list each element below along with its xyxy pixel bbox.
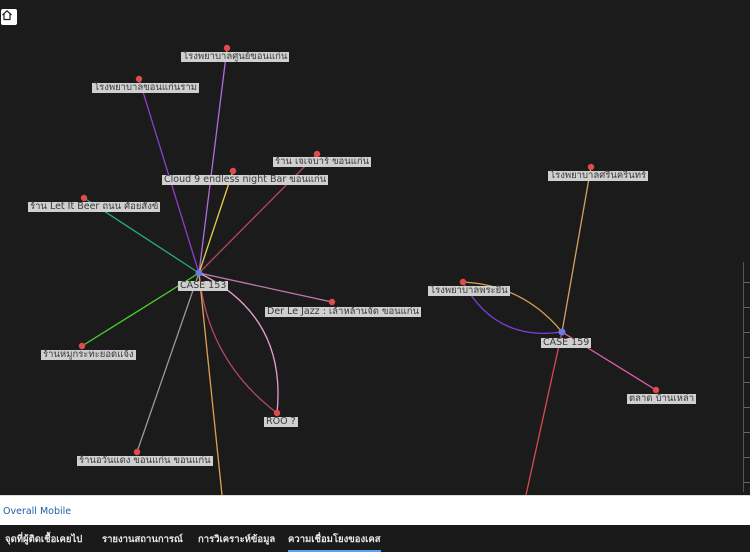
edge-case153-hosp_khonkaen_mid — [198, 47, 228, 274]
edge-case159-bottom_b — [525, 331, 563, 495]
node-case153[interactable] — [195, 269, 203, 277]
node-label-ran_mookatha: ร้านหมูกระทะยอดแจ้ง — [41, 349, 136, 360]
node-talad_banhao[interactable] — [652, 386, 660, 394]
node-label-ran_wanyaeng: ร้านอวันแดง ขอนแก่น ขอนแก่น — [77, 455, 213, 466]
node-der_le_jazz[interactable] — [328, 298, 336, 306]
edge-case153-ran_wanyaeng — [136, 272, 200, 453]
node-hosp_khonkaen_ram[interactable] — [135, 75, 143, 83]
edge-case159-hosp_srinakarin — [561, 166, 592, 333]
node-hosp_phon[interactable] — [459, 278, 467, 286]
node-bar_kotcha[interactable] — [313, 150, 321, 158]
node-ran_wanyaeng[interactable] — [133, 448, 141, 456]
node-label-hosp_khonkaen_ram: โรงพยาบาลขอนแก่นราม — [92, 82, 199, 93]
node-label-hosp_khonkaen_mid: โรงพยาบาลศูนย์ขอนแก่น — [181, 51, 290, 62]
edge-case159-hosp_phon — [462, 281, 563, 333]
node-hosp_khonkaen_mid[interactable] — [223, 44, 231, 52]
node-roo[interactable] — [273, 409, 281, 417]
edge-case153-der_le_jazz — [198, 272, 333, 303]
node-hosp_srinakarin[interactable] — [587, 163, 595, 171]
home-icon — [2, 9, 12, 21]
edge-case153-bar_kotcha — [198, 153, 318, 274]
tab-data-analysis[interactable]: การวิเคราะห์ข้อมูล — [198, 534, 276, 545]
report-title-bar: Overall Mobile — [0, 495, 750, 526]
node-label-talad_banhao: ตลาด บ้านเหล่า — [627, 393, 697, 404]
node-label-case153: CASE 153 — [178, 280, 229, 291]
node-let_it_beer[interactable] — [80, 194, 88, 202]
node-cloud9[interactable] — [229, 167, 237, 175]
report-title: Overall Mobile — [3, 506, 72, 517]
node-case159[interactable] — [558, 328, 566, 336]
node-ran_mookatha[interactable] — [78, 342, 86, 350]
tab-situation-report[interactable]: รายงานสถานการณ์ — [102, 534, 183, 545]
node-label-cloud9: Cloud 9 endless night Bar ขอนแก่น — [162, 174, 329, 185]
tab-case-connections[interactable]: ความเชื่อมโยงของเคส — [288, 532, 381, 552]
tab-infected-places[interactable]: จุดที่ผู้ติดเชื้อเคยไป — [5, 534, 83, 545]
node-label-der_le_jazz: Der Le Jazz : เล้าหล้านจัด ขอนแก่น — [265, 306, 422, 317]
edge-case153-roo — [198, 272, 278, 414]
node-label-roo: ROO ? — [264, 416, 298, 427]
home-button[interactable] — [1, 9, 17, 25]
graph-canvas[interactable] — [0, 0, 750, 495]
edge-case153-cloud9 — [198, 170, 234, 274]
edge-case153-bottom_a — [198, 272, 223, 495]
node-label-case159: CASE 159 — [541, 337, 592, 348]
node-label-hosp_srinakarin: โรงพยาบาลศรีนครินทร์ — [548, 170, 649, 181]
node-label-bar_kotcha: ร้าน เจเจบาร์ ขอนแก่น — [273, 156, 372, 167]
node-label-let_it_beer: ร้าน Let It Beer ถนน ศ้อยสังข์ — [28, 201, 161, 212]
scroll-indicator — [743, 262, 750, 492]
page-tabs: จุดที่ผู้ติดเชื้อเคยไป รายงานสถานการณ์ ก… — [0, 525, 750, 552]
node-label-hosp_phon: โรงพยาบาลพระยืน — [428, 285, 510, 296]
